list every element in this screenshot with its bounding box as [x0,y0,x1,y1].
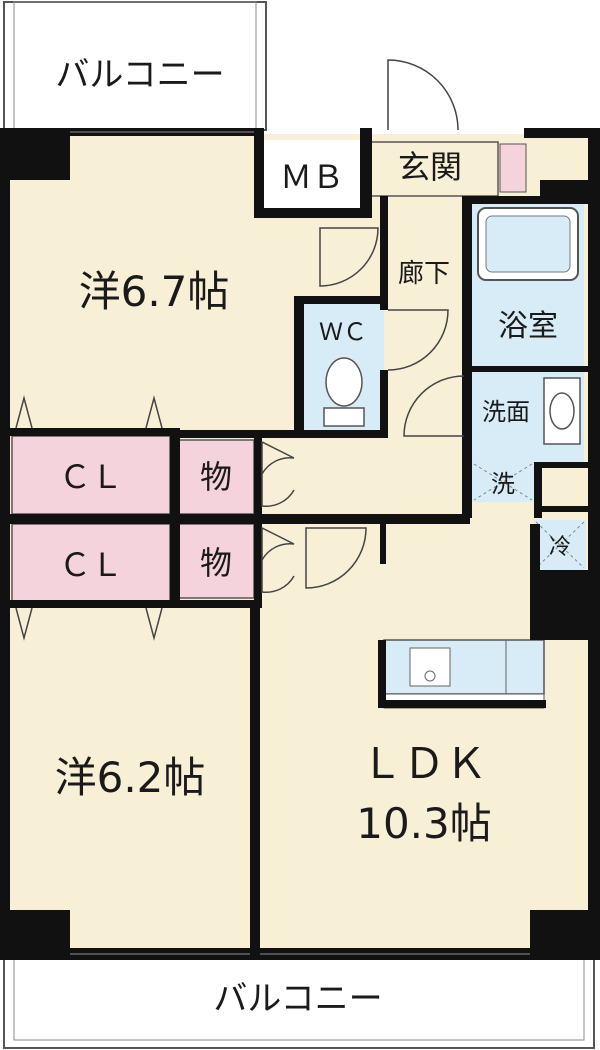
washroom-label: 洗面 [482,398,530,426]
washer-icon [473,463,533,501]
bathroom-label: 浴室 [498,309,558,344]
balcony-bottom-label: バルコニー [213,979,382,1019]
ldk-name-label: ＬＤＫ [361,739,487,788]
fridge-label: 冷 [549,535,571,560]
mb-area [262,140,362,210]
balcony-bottom-area [3,957,595,1049]
room-west-bottom-label: 洋6.2帖 [55,753,206,802]
mb-label: ＭＢ [280,158,344,196]
ldk-size-label: 10.3帖 [356,799,492,848]
fridge-area [534,520,586,570]
kitchen-counter [383,639,545,709]
toilet-icon [323,357,365,427]
door-swings [15,59,465,641]
closet-2-label: ＣＬ [59,546,123,584]
washer-area [472,462,534,502]
wc-label: ＷＣ [319,318,367,346]
windows [70,131,530,955]
shoe-box [499,143,527,193]
hallway-label: 廊下 [398,259,450,289]
balcony-top-label: バルコニー [55,55,224,95]
storage-1-area [177,439,255,515]
entrance-label: 玄関 [398,148,462,186]
entrance-area [369,141,499,197]
washer-label: 洗 [491,470,515,498]
balcony-top-area [3,1,267,131]
storage-1-label: 物 [200,458,232,496]
storage-2-label: 物 [200,544,232,582]
room-west-top-label: 洋6.7帖 [79,267,230,316]
closet-2-area [11,523,171,603]
fridge-icon [535,521,585,569]
closet-1-label: ＣＬ [59,458,123,496]
